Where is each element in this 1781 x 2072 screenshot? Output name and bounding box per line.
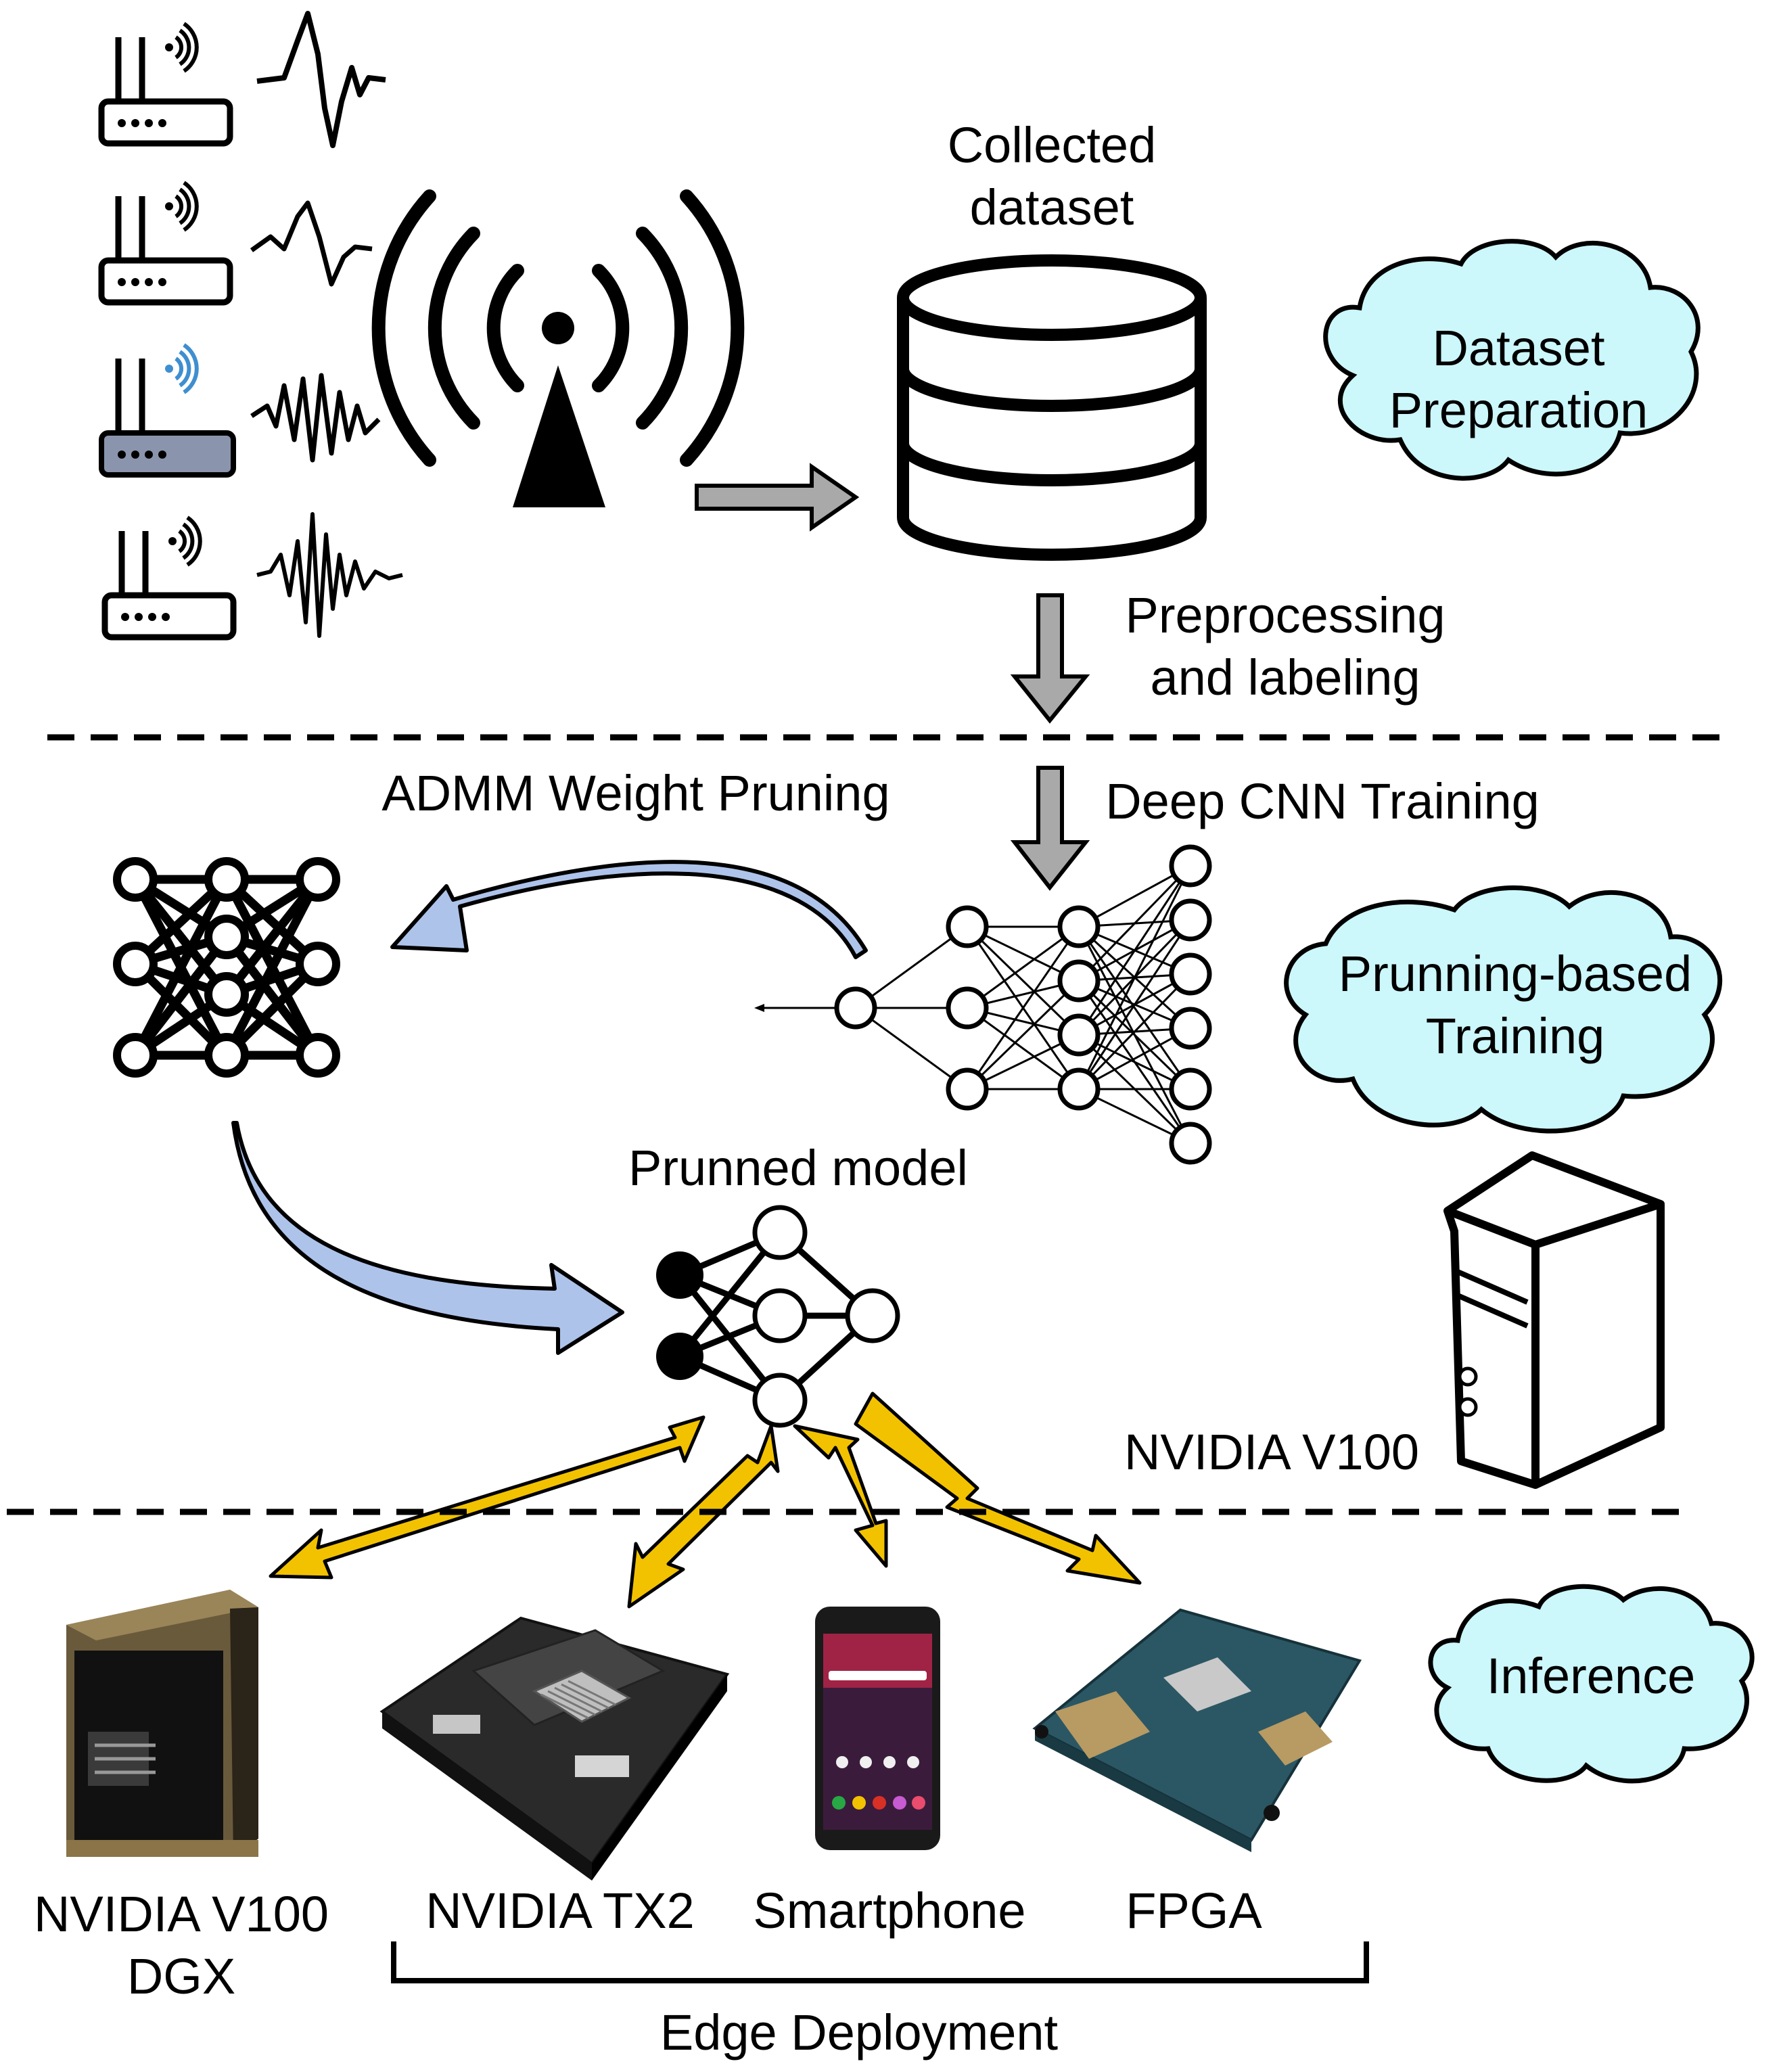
gray-arrow-right <box>695 463 860 532</box>
cnn-training-label: Deep CNN Training <box>1105 773 1540 829</box>
device-label-dgx-2: DGX <box>127 1948 235 2004</box>
cloud-dataset-line2: Preparation <box>1389 382 1648 438</box>
yellow-arrow-to-phone <box>793 1424 888 1568</box>
gray-arrow-down-training <box>1010 766 1090 891</box>
cloud-inference <box>1428 1584 1755 1784</box>
router-4 <box>105 517 233 637</box>
admm-label: ADMM Weight Pruning <box>381 765 889 821</box>
signal-waveform-icon <box>250 200 373 287</box>
dgx-station-image <box>66 1590 258 1857</box>
device-label-smartphone: Smartphone <box>753 1883 1025 1939</box>
pruned-model-label: Prunned model <box>628 1140 968 1196</box>
signal-waveform-icon <box>250 373 381 463</box>
pruned-network-icon <box>656 1205 900 1428</box>
cloud-dataset-preparation <box>1323 239 1701 481</box>
yellow-arrow-to-fpga <box>854 1391 1142 1585</box>
router-1 <box>101 24 230 143</box>
signal-waveform-icon <box>256 11 386 148</box>
collected-label-2: dataset <box>970 179 1134 235</box>
blue-arrow-admm <box>390 860 868 959</box>
collected-label: Collected <box>948 117 1157 173</box>
device-label-tx2: NVIDIA TX2 <box>425 1883 695 1939</box>
blue-arrow-to-pruned <box>231 1121 624 1355</box>
jetson-board-image <box>379 1616 730 1881</box>
device-label-fpga: FPGA <box>1126 1883 1262 1939</box>
database-icon <box>897 254 1207 561</box>
device-label-dgx: NVIDIA V100 <box>34 1886 329 1942</box>
cloud-inference-label: Inference <box>1487 1648 1696 1704</box>
cloud-dataset-line1: Dataset <box>1432 320 1604 376</box>
cloud-pruning-line2: Training <box>1426 1008 1605 1064</box>
cloud-pruning-training <box>1284 885 1723 1134</box>
dense-network-icon <box>113 857 340 1078</box>
yellow-arrows <box>269 1391 1142 1609</box>
cloud-pruning-line1: Prunning-based <box>1339 946 1692 1002</box>
cnn-network-icon <box>754 844 1212 1165</box>
server-tower-icon <box>1443 1151 1665 1489</box>
signal-waveform-icon <box>256 512 403 638</box>
router-3 <box>99 343 236 478</box>
preprocessing-label: Preprocessing <box>1125 587 1445 643</box>
server-label: NVIDIA V100 <box>1124 1424 1419 1480</box>
antenna-tower-icon <box>371 189 745 507</box>
preprocessing-label-2: and labeling <box>1150 649 1420 706</box>
edge-deployment-bracket <box>391 1941 1369 1983</box>
yellow-arrow-to-tx2 <box>627 1424 780 1609</box>
router-2 <box>101 183 230 302</box>
yellow-arrow-to-dgx <box>269 1415 706 1580</box>
smartphone-image <box>815 1607 940 1850</box>
gray-arrow-down-preprocessing <box>1010 593 1090 724</box>
fpga-board-image <box>1032 1608 1362 1852</box>
edge-deployment-label: Edge Deployment <box>660 2004 1059 2061</box>
